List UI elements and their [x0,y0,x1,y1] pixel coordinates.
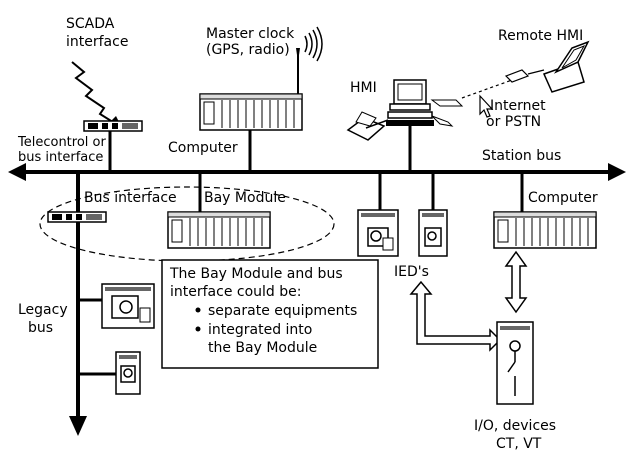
telecontrol-label-line1: Telecontrol or [17,135,106,150]
legacy-label-line1: Legacy [18,302,68,318]
note-bullet1: separate equipments [208,303,357,319]
modem-icon [504,69,530,83]
remote-hmi-label: Remote HMI [498,28,583,44]
station-bus-label: Station bus [482,148,561,164]
io-label-line2: CT, VT [496,436,542,452]
note-box [161,259,379,369]
printer-icon [346,111,389,141]
telecontrol-label-line2: bus interface [18,150,103,165]
top-computer-rack [199,93,303,131]
computer-right-label: Computer [528,190,598,206]
scada-label-line2: interface [66,34,128,50]
note-line2: interface could be: [170,284,301,300]
internet-label-line1: Internet [490,98,546,114]
note-bullet2-line1: integrated into [208,322,312,338]
note-bullet2-line2: the Bay Module [208,340,317,356]
hmi-workstation-icon [386,79,464,127]
bay-module-label: Bay Module [204,190,286,206]
scada-wireless-link [71,61,117,125]
computer-top-label: Computer [168,140,238,156]
legacy-device-1 [101,283,155,329]
note-line1: The Bay Module and bus [169,266,343,282]
io-device-cabinet [496,321,534,405]
bus-interface-device [47,211,107,223]
master-clock-label-line1: Master clock [206,26,295,42]
remote-hmi-laptop-icon [542,40,590,93]
internet-dashed-link [461,79,513,99]
master-clock-label-line2: (GPS, radio) [206,42,290,58]
io-label-line1: I/O, devices [474,418,556,434]
modem-cable [527,69,545,75]
ieds-label: IED's [394,264,429,280]
mouse-cursor-icon [479,94,494,118]
scada-label-line1: SCADA [66,16,115,32]
bus-interface-label: Bus interface [84,190,177,206]
note-bullet2-dot [195,326,201,332]
note-bullet1-dot [195,307,201,313]
legacy-device-2 [115,351,141,395]
right-computer-rack [493,211,597,249]
telecontrol-device [83,120,143,132]
ied-device-1 [357,209,399,257]
ied-io-elbow-arrow [409,280,502,352]
computer-io-double-arrow [504,250,528,314]
legacy-label-line2: bus [28,320,53,336]
station-bus-line [8,163,626,181]
hmi-label: HMI [350,80,377,96]
grouping-ellipse [39,186,335,262]
bay-module-rack [167,211,271,249]
internet-label-line2: or PSTN [486,114,541,130]
master-clock-antenna-icon [296,26,323,62]
ied-device-2 [418,209,448,257]
